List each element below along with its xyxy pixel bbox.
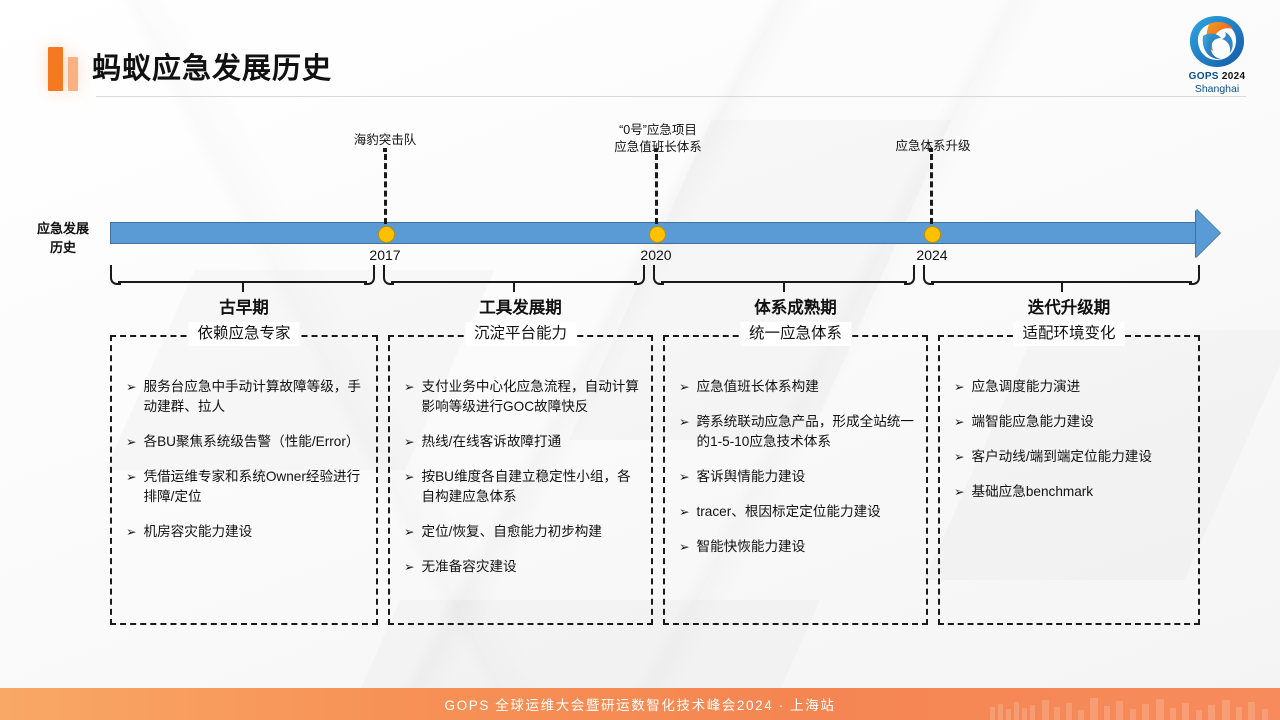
timeline-stem xyxy=(930,154,933,224)
timeline-arrow-icon xyxy=(1196,209,1220,257)
phase-bracket xyxy=(653,265,915,292)
timeline-stem-cap xyxy=(929,148,933,152)
timeline-stem xyxy=(384,154,387,224)
timeline-event-label: 海豹突击队 xyxy=(353,133,417,147)
phase-subtitle: 沉淀平台能力 xyxy=(464,322,577,346)
timeline-dot xyxy=(924,226,941,243)
list-item: ➢ 各BU聚焦系统级告警（性能/Error） xyxy=(126,432,364,452)
bullet-arrow-icon: ➢ xyxy=(126,525,137,539)
phase-bullet-list: ➢ 应急值班长体系构建 ➢ 跨系统联动应急产品，形成全站统一的1-5-10应急技… xyxy=(663,335,928,625)
phase-bullet-list: ➢ 服务台应急中手动计算故障等级，手动建群、拉人 ➢ 各BU聚焦系统级告警（性能… xyxy=(110,335,378,625)
list-item: ➢ 定位/恢复、自愈能力初步构建 xyxy=(404,522,639,542)
page-title: 蚂蚁应急发展历史 xyxy=(92,52,333,85)
list-item: ➢ 客诉舆情能力建设 xyxy=(679,467,914,487)
timeline-year-label: 2024 xyxy=(916,247,948,263)
title-accent-bars-icon xyxy=(48,47,78,91)
bullet-arrow-icon: ➢ xyxy=(126,470,137,484)
footer-text: GOPS 全球运维大会暨研运数智化技术峰会2024 · 上海站 xyxy=(444,698,836,713)
bullet-arrow-icon: ➢ xyxy=(679,540,690,554)
list-item: ➢ 支付业务中心化应急流程，自动计算影响等级进行GOC故障快反 xyxy=(404,377,639,417)
timeline-axis-label: 应急发展 历史 xyxy=(36,221,89,255)
list-item: ➢ 客户动线/端到端定位能力建设 xyxy=(954,447,1186,467)
bullet-arrow-icon: ➢ xyxy=(404,470,415,484)
title-divider xyxy=(96,96,1246,97)
phase-bracket xyxy=(923,265,1200,292)
skyline-icon xyxy=(990,698,1268,720)
timeline-event-label: 应急体系升级 xyxy=(895,139,971,153)
phase-subtitle: 适配环境变化 xyxy=(1013,322,1125,346)
footer-bar: GOPS 全球运维大会暨研运数智化技术峰会2024 · 上海站 xyxy=(0,688,1280,720)
bullet-arrow-icon: ➢ xyxy=(679,470,690,484)
phase-subtitle: 统一应急体系 xyxy=(739,322,852,346)
bullet-arrow-icon: ➢ xyxy=(954,485,965,499)
list-item: ➢ 热线/在线客诉故障打通 xyxy=(404,432,639,452)
phase-bullet-list: ➢ 支付业务中心化应急流程，自动计算影响等级进行GOC故障快反 ➢ 热线/在线客… xyxy=(388,335,653,625)
gops-logo-brand: GOPS 2024 xyxy=(1188,71,1246,82)
gops-logo-city: Shanghai xyxy=(1194,83,1240,95)
bullet-arrow-icon: ➢ xyxy=(679,380,690,394)
list-item: ➢ 跨系统联动应急产品，形成全站统一的1-5-10应急技术体系 xyxy=(679,412,914,452)
slide-title-group: 蚂蚁应急发展历史 xyxy=(48,47,332,91)
list-item: ➢ 无准备容灾建设 xyxy=(404,557,639,577)
timeline-year-label: 2020 xyxy=(640,247,672,263)
phase-title: 工具发展期 xyxy=(479,299,562,317)
timeline-year-label: 2017 xyxy=(369,247,401,263)
bullet-arrow-icon: ➢ xyxy=(126,435,137,449)
bullet-arrow-icon: ➢ xyxy=(404,435,415,449)
timeline-stem-cap xyxy=(383,148,387,152)
list-item: ➢ 应急调度能力演进 xyxy=(954,377,1186,397)
bullet-arrow-icon: ➢ xyxy=(954,450,965,464)
timeline-stem-cap xyxy=(654,148,658,152)
list-item: ➢ 机房容灾能力建设 xyxy=(126,522,364,542)
timeline-stem xyxy=(655,154,658,224)
list-item: ➢ 凭借运维专家和系统Owner经验进行排障/定位 xyxy=(126,467,364,507)
list-item: ➢ tracer、根因标定定位能力建设 xyxy=(679,502,914,522)
list-item: ➢ 应急值班长体系构建 xyxy=(679,377,914,397)
phase-title: 体系成熟期 xyxy=(754,299,837,317)
list-item: ➢ 服务台应急中手动计算故障等级，手动建群、拉人 xyxy=(126,377,364,417)
bullet-arrow-icon: ➢ xyxy=(126,380,137,394)
phase-bullet-list: ➢ 应急调度能力演进 ➢ 端智能应急能力建设 ➢ 客户动线/端到端定位能力建设 … xyxy=(938,335,1200,625)
gops-logo: GOPS 2024 Shanghai xyxy=(1180,12,1254,98)
list-item: ➢ 按BU维度各自建立稳定性小组，各自构建应急体系 xyxy=(404,467,639,507)
phase-bracket xyxy=(383,265,645,292)
timeline-dot xyxy=(649,226,666,243)
phase-title: 古早期 xyxy=(219,299,269,317)
bullet-arrow-icon: ➢ xyxy=(679,505,690,519)
bullet-arrow-icon: ➢ xyxy=(404,380,415,394)
bullet-arrow-icon: ➢ xyxy=(404,525,415,539)
list-item: ➢ 端智能应急能力建设 xyxy=(954,412,1186,432)
gops-emblem-icon xyxy=(1185,12,1249,72)
timeline-dot xyxy=(378,226,395,243)
bullet-arrow-icon: ➢ xyxy=(679,415,690,429)
bullet-arrow-icon: ➢ xyxy=(954,415,965,429)
list-item: ➢ 基础应急benchmark xyxy=(954,482,1186,502)
list-item: ➢ 智能快恢能力建设 xyxy=(679,537,914,557)
bullet-arrow-icon: ➢ xyxy=(404,560,415,574)
timeline-event-label: “0号”应急项目 应急值班长体系 xyxy=(614,123,702,154)
phase-subtitle: 依赖应急专家 xyxy=(188,322,300,346)
phase-title: 迭代升级期 xyxy=(1027,299,1111,317)
bullet-arrow-icon: ➢ xyxy=(954,380,965,394)
phase-bracket xyxy=(110,265,375,292)
